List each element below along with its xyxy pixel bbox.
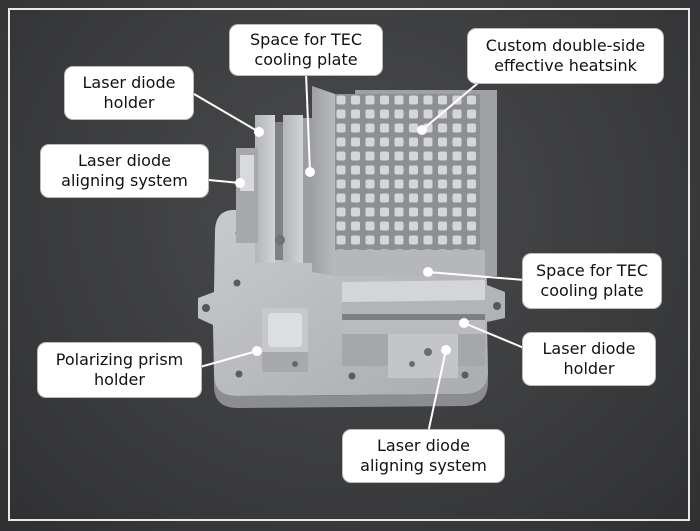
callout-heatsink-line2: effective heatsink — [494, 56, 637, 75]
callout-ld-holder-left-line1: Laser diode — [82, 73, 176, 92]
leader-dots — [235, 125, 469, 356]
callout-laser-diode-aligning-left: Laser diode aligning system — [40, 144, 209, 198]
callout-tec-top: Space for TEC cooling plate — [229, 24, 383, 76]
image-border — [8, 8, 690, 521]
callout-tec-top-line2: cooling plate — [254, 50, 358, 69]
callout-ld-align-bottom-line2: aligning system — [360, 456, 487, 475]
callout-tec-top-line1: Space for TEC — [250, 30, 362, 49]
callout-ld-align-left-line1: Laser diode — [78, 151, 171, 170]
laser-diode-holder-left — [236, 115, 313, 263]
callout-laser-diode-holder-left: Laser diode holder — [64, 66, 194, 120]
callout-ld-align-bottom-line1: Laser diode — [377, 436, 470, 455]
callout-tec-right-line1: Space for TEC — [536, 261, 648, 280]
callout-ld-holder-right-line1: Laser diode — [542, 339, 636, 358]
polarizing-prism-holder — [262, 308, 308, 372]
callout-prism-holder-line1: Polarizing prism — [55, 350, 184, 369]
callout-tec-right-line2: cooling plate — [540, 281, 644, 300]
callout-laser-diode-holder-right: Laser diode holder — [522, 332, 656, 386]
callout-ld-holder-right-line2: holder — [563, 359, 615, 378]
callout-ld-holder-left-line2: holder — [103, 93, 155, 112]
callout-tec-right: Space for TEC cooling plate — [522, 253, 662, 309]
callout-ld-align-left-line2: aligning system — [61, 171, 188, 190]
callout-laser-diode-aligning-bottom: Laser diode aligning system — [342, 429, 505, 483]
callout-prism-holder-line2: holder — [94, 370, 145, 389]
callout-polarizing-prism-holder: Polarizing prism holder — [37, 342, 202, 398]
laser-diode-holder-right — [342, 280, 485, 378]
leader-lines — [193, 72, 525, 434]
callout-heatsink-line1: Custom double-side — [485, 36, 646, 55]
callout-heatsink: Custom double-side effective heatsink — [467, 28, 664, 84]
heatsink — [312, 86, 497, 276]
